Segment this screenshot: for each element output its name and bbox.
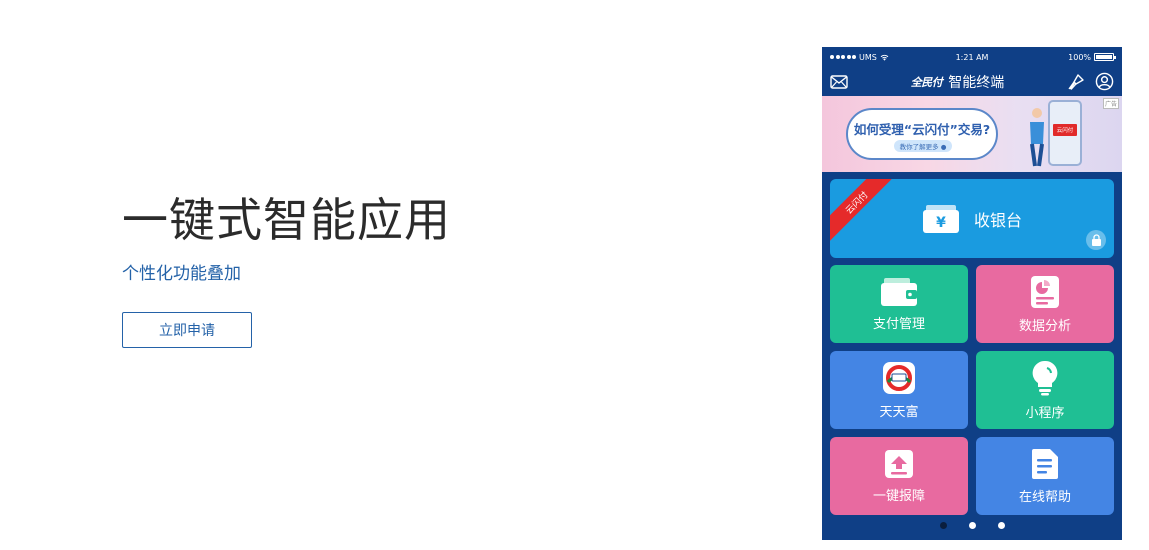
hero-title: 一键式智能应用 [122,193,451,247]
status-bar: UMS 1:21 AM 100% [822,47,1122,67]
lightbulb-icon [1032,360,1058,395]
wallet-icon [881,277,917,306]
user-circle-icon[interactable] [1095,72,1114,91]
tile-payment-management[interactable]: 支付管理 [830,265,968,343]
battery-percent: 100% [1068,52,1092,62]
tile-report-label: 一键报障 [872,488,925,504]
tile-payment-label: 支付管理 [872,316,925,332]
app-title-group: 全民付 智能终端 [911,72,1005,92]
tile-tiantianfu[interactable]: 天天富 [830,351,968,429]
phone-mockup: UMS 1:21 AM 100% 全民付 智能终端 如何受理“云闪付”交易? 教… [822,47,1122,540]
banner-headline: 如何受理“云闪付”交易? [853,122,991,137]
carrier-name: UMS [859,52,877,62]
tile-mini-program-label: 小程序 [1025,405,1065,421]
report-chart-icon [1031,275,1059,308]
banner-learn-more[interactable]: 教你了解更多 ● [894,140,952,152]
document-icon [1032,448,1058,479]
signal-dots-icon [830,55,856,59]
pos-device-illustration: 云闪付 [1048,100,1082,166]
pager-dot-2[interactable] [968,522,976,529]
wifi-icon [880,54,889,61]
tile-data-analysis[interactable]: 数据分析 [976,265,1114,343]
tile-tiantianfu-label: 天天富 [879,404,919,420]
carousel-pager [822,522,1122,529]
apply-now-button[interactable]: 立即申请 [122,312,252,348]
promo-banner[interactable]: 如何受理“云闪付”交易? 教你了解更多 ● 云闪付 广告 [822,96,1122,172]
device-tag: 云闪付 [1053,124,1077,136]
battery-icon [1094,53,1117,61]
tile-online-help[interactable]: 在线帮助 [976,437,1114,515]
app-title: 智能终端 [948,74,1005,91]
tile-cashier-label: 收银台 [973,210,1022,230]
tile-analysis-label: 数据分析 [1018,318,1071,334]
person-illustration-icon [1030,108,1044,167]
pager-dot-3[interactable] [997,522,1005,529]
tile-one-click-report[interactable]: 一键报障 [830,437,968,515]
hero-section: 一键式智能应用 个性化功能叠加 立即申请 [122,190,451,348]
upload-box-icon [885,449,913,478]
quanminfu-logo: 全民付 [910,75,943,89]
brush-icon[interactable] [1067,73,1085,91]
mail-icon[interactable] [830,74,848,89]
app-bar: 全民付 智能终端 [822,67,1122,96]
cashier-ribbon: 云闪付 [830,179,898,244]
lock-icon [1086,230,1106,250]
tile-mini-program[interactable]: 小程序 [976,351,1114,429]
tiantianfu-logo-icon [883,361,915,394]
banner-speech-bubble: 如何受理“云闪付”交易? 教你了解更多 ● [846,108,998,160]
wallet-yuan-icon: ¥ [922,204,959,233]
svg-text:¥: ¥ [936,215,946,231]
ad-tag: 广告 [1102,98,1119,109]
hero-subtitle: 个性化功能叠加 [122,264,241,284]
status-time: 1:21 AM [955,52,989,62]
pager-dot-1[interactable] [939,522,947,529]
tile-cashier[interactable]: 云闪付 ¥ 收银台 [830,179,1114,258]
tile-help-label: 在线帮助 [1018,489,1071,505]
